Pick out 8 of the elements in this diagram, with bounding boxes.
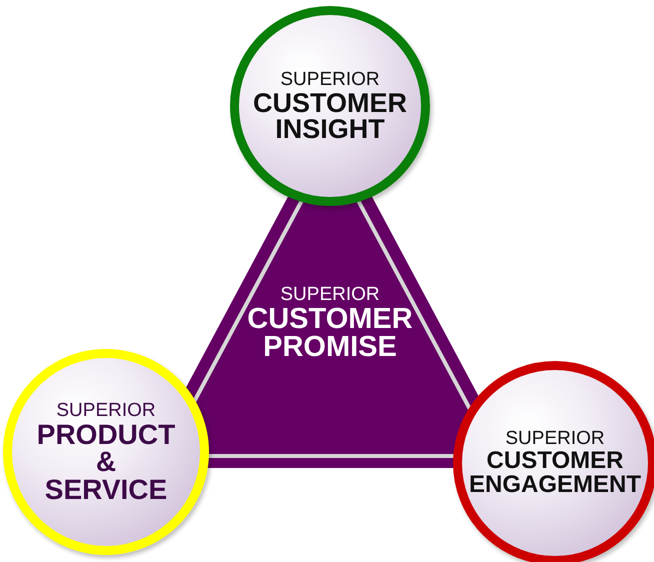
title-text: CUSTOMER ENGAGEMENT [468,449,642,497]
heading-text: SUPERIOR [56,400,156,421]
title-text: CUSTOMER PROMISE [246,304,414,362]
heading-text: SUPERIOR [280,70,380,90]
heading-text: SUPERIOR [280,284,380,305]
heading-text: SUPERIOR [505,429,605,450]
title-text: CUSTOMER INSIGHT [252,90,408,142]
title-text: PRODUCT & SERVICE [36,420,176,504]
